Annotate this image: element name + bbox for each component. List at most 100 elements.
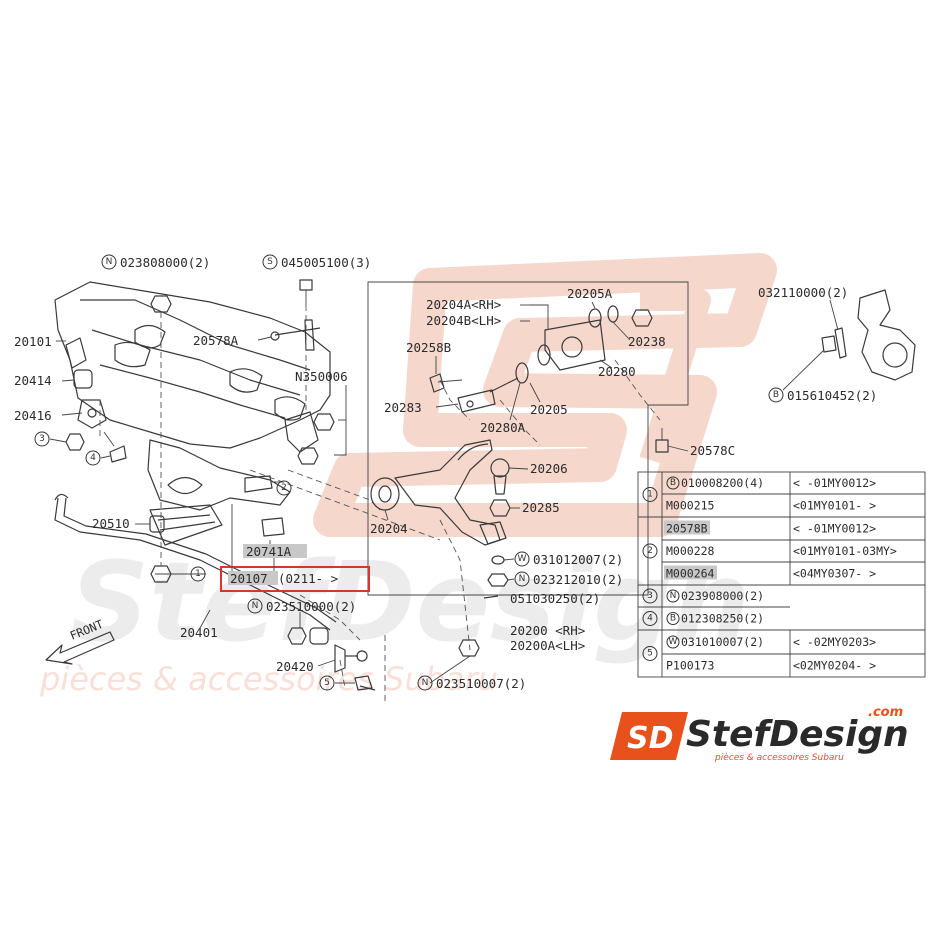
label-20204B: 20204B<LH> — [426, 313, 501, 328]
stabilizer-bar-20401 — [54, 493, 337, 631]
label-20206: 20206 — [530, 461, 568, 476]
logo-domain: .com — [868, 705, 903, 720]
svg-text:N: N — [106, 257, 113, 267]
label-20205: 20205 — [530, 402, 568, 417]
link-20420 — [334, 644, 376, 691]
svg-text:N: N — [422, 678, 429, 688]
label-20101: 20101 — [14, 334, 52, 349]
bolt-20258B — [429, 373, 463, 393]
label-20285: 20285 — [522, 500, 560, 515]
table-group-marker — [642, 588, 658, 604]
bushing-bracket-20204 — [530, 304, 606, 371]
highlight-20107 — [228, 571, 278, 585]
callout-4: 4 — [85, 450, 101, 466]
table-group-marker — [642, 543, 658, 559]
table-group-number: 1 — [647, 490, 653, 500]
svg-text:N: N — [519, 574, 526, 584]
table-group-number: 4 — [647, 614, 653, 624]
callout-B015610452: B 015610452(2) — [768, 387, 877, 403]
callout-5: 5 — [319, 675, 335, 691]
table-part-number: M000264 — [666, 567, 715, 581]
label-051030250: 051030250(2) — [510, 591, 600, 606]
nut-3 — [65, 433, 85, 451]
table-prefix-letter: W — [669, 637, 678, 647]
watermark: StefDesign pièces & accessoires Subaru — [39, 253, 777, 698]
bracket-20283 — [457, 377, 519, 413]
lower-plate — [147, 439, 291, 511]
nut-N350006 — [297, 413, 335, 465]
table-prefix-marker — [666, 612, 680, 625]
label-032110000: 032110000(2) — [758, 285, 848, 300]
table-prefix-marker — [666, 635, 680, 649]
label-20200: 20200 <RH> — [510, 623, 585, 638]
label-20280A: 20280A — [480, 420, 526, 435]
svg-text:023510000(2): 023510000(2) — [266, 599, 356, 614]
callout-N023510007: N 023510007(2) — [417, 675, 526, 691]
label-20401: 20401 — [180, 625, 218, 640]
reference-table: 1B 010008200(4) < -01MY0012> M000215 <01MY01… — [637, 471, 926, 678]
crossmember-20101 — [54, 281, 331, 453]
support-plate-20510 — [149, 504, 223, 546]
label-20238: 20238 — [628, 334, 666, 349]
highlight-20741A — [243, 544, 307, 558]
label-20510: 20510 — [92, 516, 130, 531]
svg-text:3: 3 — [39, 434, 45, 444]
logo-name: StefDesign — [686, 714, 909, 755]
svg-text:S: S — [267, 257, 273, 267]
table-body: 1B 010008200(4) < -01MY0012> M000215 <01MY01… — [642, 476, 897, 673]
table-prefix-marker — [666, 476, 680, 490]
callout-N023212010: N 023212010(2) — [514, 571, 623, 587]
label-20107: 20107 — [230, 571, 268, 586]
callout-W031012007: W 031012007(2) — [514, 551, 623, 567]
labels: N 023808000(2) S 045005100(3) 20101 2057… — [14, 254, 877, 691]
table-prefix-letter: N — [670, 591, 677, 601]
table-group-number: 2 — [647, 546, 653, 556]
table-prefix-letter: B — [670, 614, 676, 624]
label-20741A: 20741A — [246, 544, 292, 559]
table-part-number: M000215 — [666, 499, 714, 513]
table-date-range: <01MY0101- > — [793, 499, 876, 513]
table-group-number: 5 — [647, 649, 653, 659]
table-prefix-marker — [666, 589, 680, 603]
table-date-range: < -02MY0203> — [793, 635, 876, 649]
table-part-highlight — [664, 520, 710, 535]
table-date-range: <02MY0204- > — [793, 659, 876, 673]
selection-box[interactable] — [220, 566, 370, 592]
callout-N023808000: N 023808000(2) — [101, 254, 210, 270]
nut-20285 — [489, 499, 511, 517]
callout-S045005100: S 045005100(3) — [262, 254, 371, 270]
callout-2: 2 — [276, 480, 292, 496]
table-part-number: M000228 — [666, 544, 715, 558]
label-20420: 20420 — [276, 659, 314, 674]
svg-text:5: 5 — [324, 678, 330, 688]
table-part-number: 012308250(2) — [681, 612, 764, 626]
table-part-number: 031010007(2) — [681, 635, 764, 649]
bolt-S045005100 — [299, 279, 313, 305]
steering-knuckle — [821, 289, 916, 381]
table-date-range: < -01MY0012> — [793, 522, 876, 536]
table-group-number: 3 — [647, 591, 653, 601]
svg-text:023212010(2): 023212010(2) — [533, 572, 623, 587]
lower-arm-20200 — [370, 439, 507, 546]
svg-text:045005100(3): 045005100(3) — [281, 255, 371, 270]
label-20204A: 20204A<RH> — [426, 297, 501, 312]
watermark-text: StefDesign — [70, 538, 750, 666]
table-part-number: 20578B — [666, 522, 708, 536]
table-date-range: < -01MY0012> — [793, 476, 876, 490]
table-part-number: P100173 — [666, 659, 715, 673]
bracket-20741A — [261, 517, 285, 537]
table-part-number: 010008200(4) — [681, 476, 764, 490]
washer-20280 — [537, 344, 551, 366]
table-part-highlight — [664, 565, 717, 580]
bolt-20578A — [270, 319, 321, 351]
bushing-20414 — [73, 369, 93, 389]
table-date-range: <04MY0307- > — [793, 567, 876, 581]
bracket-20416 — [77, 399, 107, 429]
svg-text:023510007(2): 023510007(2) — [436, 676, 526, 691]
callout-N023510000: N 023510000(2) — [247, 598, 356, 614]
bolt-4 — [103, 431, 127, 463]
table-group-marker — [642, 611, 658, 626]
bolt-20578C — [655, 428, 669, 453]
svg-text:2: 2 — [281, 483, 287, 493]
